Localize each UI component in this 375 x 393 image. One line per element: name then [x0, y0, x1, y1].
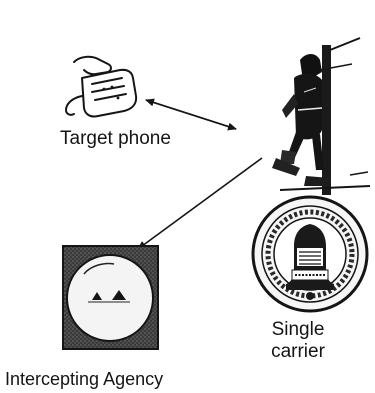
intercepting-agency-label: Intercepting Agency	[5, 369, 164, 389]
link-arrow-carrier-agency	[137, 157, 263, 250]
single-carrier-label-line2: carrier	[271, 341, 325, 362]
desk-telephone-icon	[65, 55, 138, 118]
single-carrier-label: Single carrier	[266, 319, 330, 363]
bell-system-seal-icon	[251, 195, 369, 313]
single-carrier-label-line1: Single	[271, 319, 325, 340]
link-arrow-phone-carrier	[145, 98, 237, 131]
agency-seal-icon	[62, 245, 159, 350]
target-phone-label: Target phone	[60, 128, 171, 149]
lineman-on-pole-icon	[272, 37, 371, 195]
